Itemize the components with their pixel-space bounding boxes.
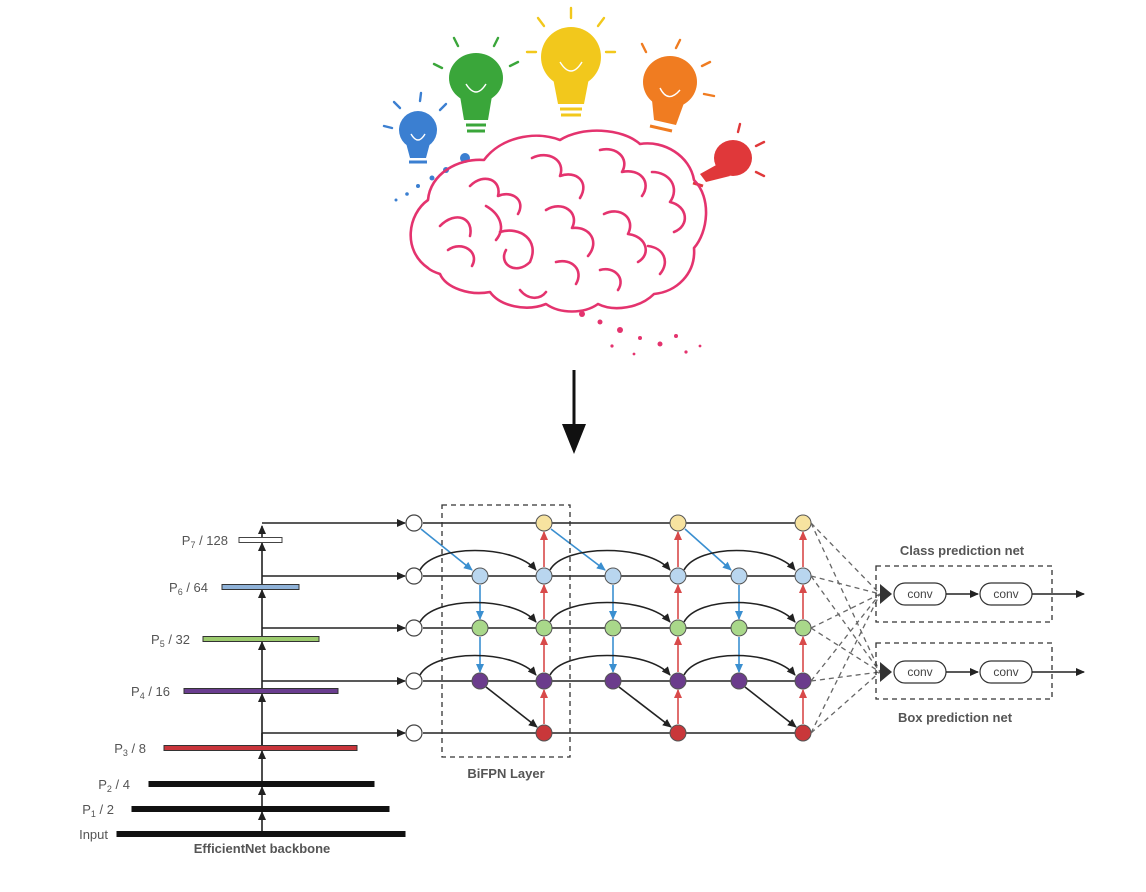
bifpn-mid-node xyxy=(471,619,489,637)
bifpn-mid-node xyxy=(604,619,622,637)
bifpn-caption: BiFPN Layer xyxy=(467,766,544,781)
red-bulb-icon xyxy=(692,122,766,188)
bifpn-mid-node xyxy=(471,567,489,585)
head-fan-edge xyxy=(810,627,881,673)
bifpn-out-node xyxy=(669,619,687,637)
bifpn-out-node xyxy=(794,672,812,690)
bifpn-nodes xyxy=(405,514,812,742)
conv-label: conv xyxy=(993,587,1018,601)
feature-bar-6 xyxy=(131,806,390,812)
topdown-edge xyxy=(684,528,732,571)
backbone: P7 / 128 P6 / 64 P5 / 32 P4 / 16 P3 / 8 P2 / … xyxy=(79,525,406,842)
bifpn-layer-box xyxy=(441,504,571,758)
level-label-5: P2 / 4 xyxy=(98,777,130,794)
head-fan-edge xyxy=(810,575,881,673)
skip-edge xyxy=(683,601,796,623)
head-fan-edge xyxy=(810,593,881,734)
bifpn-out-node xyxy=(794,619,812,637)
orange-bulb-icon xyxy=(640,38,716,133)
class-prediction-caption: Class prediction net xyxy=(900,543,1025,558)
bifpn-out-node xyxy=(535,672,553,690)
bifpn-out-node xyxy=(669,567,687,585)
level-label-0: P7 / 128 xyxy=(182,533,228,550)
box-head-box xyxy=(875,642,1053,700)
input-node xyxy=(405,724,423,742)
head-fan-edge xyxy=(810,593,881,682)
bifpn-mid-node xyxy=(604,567,622,585)
diagonal-edge xyxy=(618,686,672,728)
bifpn-out-node xyxy=(535,619,553,637)
input-node xyxy=(405,672,423,690)
level-label-6: P1 / 2 xyxy=(82,802,114,819)
skip-edge xyxy=(419,654,537,676)
skip-edge xyxy=(549,601,671,623)
bifpn-mid-node xyxy=(730,672,748,690)
topdown-edge xyxy=(550,528,606,571)
skip-edge xyxy=(683,549,796,571)
conv-label: conv xyxy=(993,665,1018,679)
prediction-heads: conv conv conv conv xyxy=(810,522,1085,734)
box-prediction-caption: Box prediction net xyxy=(898,710,1013,725)
bifpn-mid-node xyxy=(471,672,489,690)
feature-bar-1 xyxy=(221,584,300,590)
efficientdet-diagram: P7 / 128 P6 / 64 P5 / 32 P4 / 16 P3 / 8 P2 / … xyxy=(79,504,1085,856)
arrow-down-icon xyxy=(562,370,586,454)
head-fan-edge xyxy=(810,522,881,595)
brain-illustration xyxy=(382,6,766,356)
head-fan-edge xyxy=(810,593,881,629)
bifpn-out-node xyxy=(669,724,687,742)
class-head-box xyxy=(875,565,1053,623)
green-bulb-icon xyxy=(432,36,520,133)
bifpn-mid-node xyxy=(730,567,748,585)
bifpn-mid-node xyxy=(730,619,748,637)
head-merge-icon xyxy=(880,662,892,682)
brain-icon xyxy=(409,129,708,356)
bifpn-out-node xyxy=(535,514,553,532)
yellow-bulb-icon xyxy=(525,6,617,117)
bifpn-mid-node xyxy=(604,672,622,690)
level-label-3: P4 / 16 xyxy=(131,684,170,701)
level-label-2: P5 / 32 xyxy=(151,632,190,649)
feature-bar-2 xyxy=(202,636,320,642)
bifpn-edges xyxy=(261,519,807,748)
conv-label: conv xyxy=(907,665,932,679)
bifpn-out-node xyxy=(794,567,812,585)
input-node xyxy=(405,514,423,532)
bifpn-out-node xyxy=(794,724,812,742)
conv-label: conv xyxy=(907,587,932,601)
bifpn-out-node xyxy=(535,567,553,585)
head-fan-edge xyxy=(810,671,881,682)
level-label-7: Input xyxy=(79,827,108,842)
feature-bar-3 xyxy=(183,688,339,694)
skip-edge xyxy=(419,601,537,623)
head-fan-edge xyxy=(810,671,881,734)
feature-bar-4 xyxy=(163,745,358,751)
skip-edge xyxy=(549,549,671,571)
feature-bar-5 xyxy=(148,781,375,787)
diagonal-edge xyxy=(485,686,538,728)
backbone-caption: EfficientNet backbone xyxy=(194,841,331,856)
bifpn-out-node xyxy=(669,514,687,532)
head-fan-edge xyxy=(810,522,881,673)
blue-bulb-icon xyxy=(382,91,470,202)
feature-bar-0 xyxy=(238,537,283,543)
topdown-edge xyxy=(420,528,473,571)
level-label-1: P6 / 64 xyxy=(169,580,208,597)
head-merge-icon xyxy=(880,584,892,604)
skip-edge xyxy=(549,654,671,676)
level-label-4: P3 / 8 xyxy=(114,741,146,758)
bifpn-out-node xyxy=(535,724,553,742)
skip-edge xyxy=(419,549,537,571)
skip-edge xyxy=(683,654,796,676)
diagonal-edge xyxy=(744,686,797,728)
input-node xyxy=(405,567,423,585)
bifpn-out-node xyxy=(794,514,812,532)
feature-bar-7 xyxy=(116,831,406,837)
bifpn-out-node xyxy=(669,672,687,690)
head-fan-edge xyxy=(810,575,881,595)
input-node xyxy=(405,619,423,637)
